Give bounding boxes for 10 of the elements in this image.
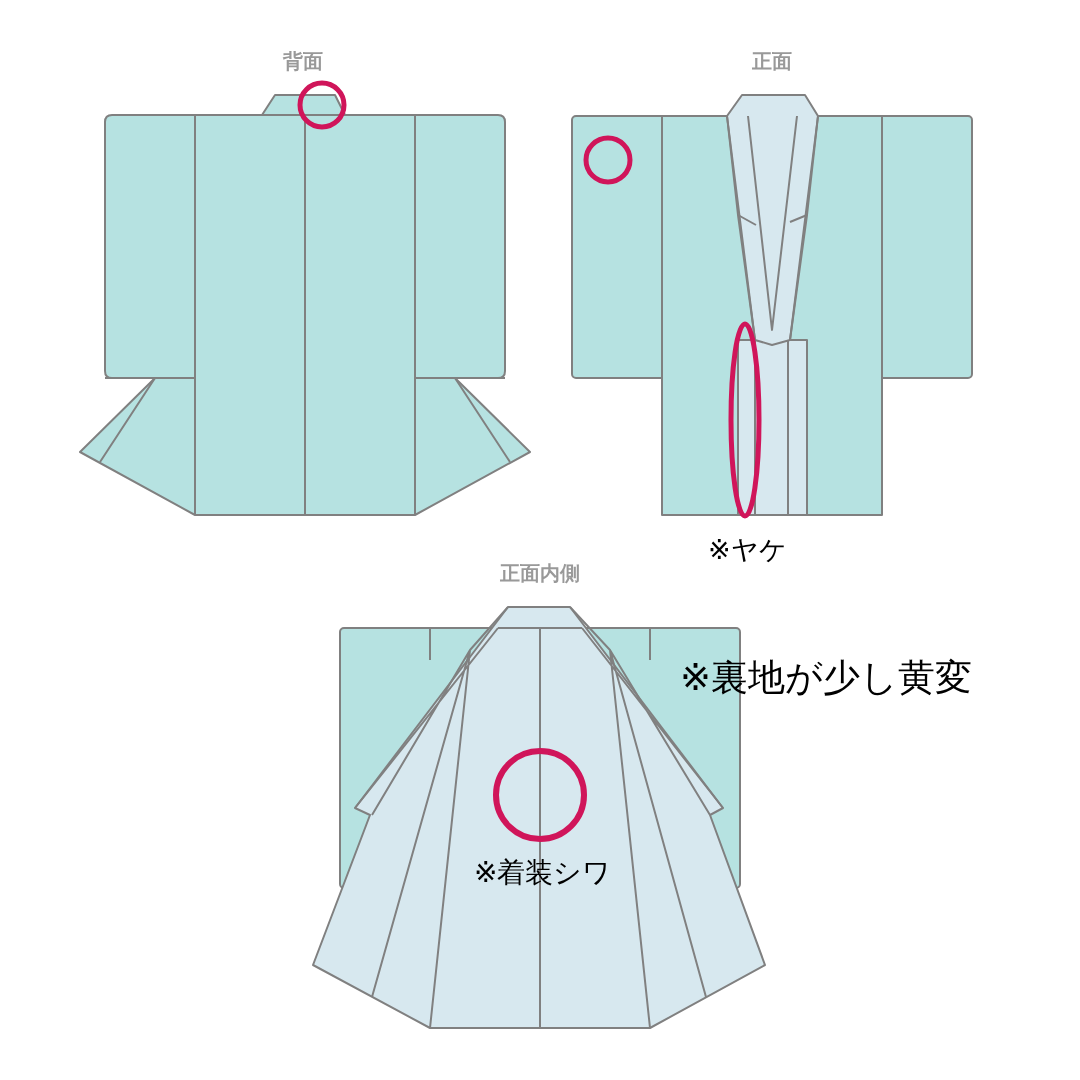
marker-circle	[583, 135, 633, 185]
view-title: 正面内側	[500, 560, 580, 587]
view-title: 背面	[283, 48, 323, 75]
note: ※ヤケ	[708, 533, 787, 567]
note: ※裏地が少し黄変	[680, 655, 972, 701]
view-title: 正面	[752, 48, 792, 75]
marker-circle	[297, 80, 347, 130]
marker-circle	[493, 748, 587, 842]
marker-ellipse	[728, 321, 762, 519]
note: ※着装シワ	[474, 855, 612, 891]
